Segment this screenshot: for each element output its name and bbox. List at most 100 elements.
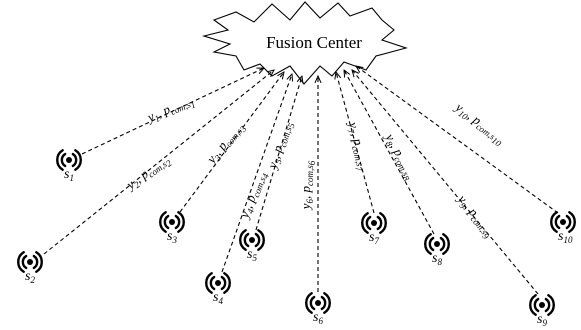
sensor-label-s7: s7 (369, 230, 379, 246)
sensor-label-s: s (432, 251, 438, 266)
sensor-label-s5: s5 (247, 247, 257, 263)
sensor-label-sub: 3 (171, 235, 177, 245)
sensor-label-s: s (167, 229, 173, 244)
sensor-label-s: s (64, 167, 70, 182)
link-label-separator: , (298, 192, 313, 199)
sensor-s4: s4 (205, 272, 231, 306)
link-label-s5: y5, pcom,s5 (264, 119, 297, 173)
link-label-s7: y7, pcom,s7 (341, 119, 373, 173)
sensor-label-s10: s10 (558, 229, 573, 245)
link-label-separator: , (348, 130, 364, 140)
sensor-s7: s7 (361, 212, 387, 246)
link-label-s2: y2, pcom,s2 (122, 151, 174, 197)
sensor-label-s: s (247, 247, 253, 262)
antenna-icon (17, 251, 43, 273)
sensor-s5: s5 (239, 229, 265, 263)
antenna-icon (361, 212, 387, 234)
link-label-y-sub: 7 (345, 128, 356, 135)
sensor-s3: s3 (159, 211, 185, 245)
sensor-label-s: s (537, 312, 543, 327)
sensor-label-s: s (25, 269, 31, 284)
sensor-label-sub: 2 (30, 275, 35, 285)
antenna-icon (56, 149, 82, 171)
sensor-label-sub: 7 (374, 236, 379, 246)
antenna-icon (305, 292, 331, 314)
link-s3: y3, pcom,s3 (179, 72, 284, 213)
link-line-s3 (179, 72, 284, 213)
link-label-s9: y9, pcom,s9 (451, 190, 498, 241)
link-label-p-subsub: 6 (307, 160, 317, 165)
link-label-separator: , (267, 150, 283, 161)
sensor-label-s: s (313, 310, 319, 325)
sensor-label-sub: 6 (318, 316, 323, 326)
link-label-p-subsub: 2 (164, 158, 174, 169)
sensor-label-s4: s4 (213, 290, 223, 306)
sensor-label-s1: s1 (64, 167, 74, 183)
link-label-s6: y6, pcom,s6 (298, 160, 317, 211)
link-line-s1 (81, 68, 264, 155)
sensor-label-s: s (558, 229, 564, 244)
sensor-s2: s2 (17, 251, 43, 285)
sensor-label-sub: 10 (563, 235, 573, 245)
link-line-s5 (255, 76, 302, 231)
sensor-s9: s9 (529, 294, 555, 328)
sensor-label-s6: s6 (313, 310, 323, 326)
link-label-p-sub: com,s (305, 165, 315, 186)
link-line-s2 (43, 70, 274, 255)
link-label-p-subsub: 4 (260, 172, 271, 180)
links: y1, pcom,s1 y2, pcom,s2 y3, pcom,s3 y 4, p co… (43, 66, 559, 295)
sensor-label-s: s (369, 230, 375, 245)
antenna-icon (424, 233, 450, 255)
link-label-separator: , (240, 199, 256, 210)
link-label-p-subsub: 8 (400, 174, 411, 183)
link-s6: y6, pcom,s6 (298, 76, 318, 292)
link-label-p-subsub: 1 (189, 99, 197, 110)
link-s2: y2, pcom,s2 (43, 70, 274, 255)
antenna-icon (550, 211, 576, 233)
link-label-y-sub: 8 (384, 139, 395, 148)
link-label-s10: y10, pcom,s10 (449, 98, 509, 149)
link-s7: y7, pcom,s7 (336, 72, 375, 214)
sensor-label-s: s (213, 290, 219, 305)
sensor-s6: s6 (305, 292, 331, 326)
sensor-label-sub: 9 (542, 318, 547, 328)
fusion-center-shape (201, 1, 408, 85)
link-label-y-sub: 9 (457, 201, 468, 211)
sensor-label-sub: 8 (437, 257, 442, 267)
link-label-p: p (350, 136, 367, 148)
sensor-label-sub: 1 (69, 173, 74, 183)
link-label-y-sub: 5 (273, 157, 284, 165)
link-label-y: y (298, 203, 313, 211)
link-label-p-subsub: 7 (353, 165, 364, 172)
link-label-s1: y1, pcom,s1 (143, 91, 197, 129)
link-line-s4 (221, 74, 292, 273)
antenna-icon (159, 211, 185, 233)
link-label-y-sub: 6 (305, 198, 315, 203)
sensor-s10: s10 (550, 211, 576, 245)
fusion-center-label: Fusion Center (266, 33, 362, 52)
sensor-label-s3: s3 (167, 229, 177, 245)
link-label-y-sub: 2 (132, 179, 142, 190)
fusion-center: Fusion Center (201, 1, 408, 85)
sensor-label-s9: s9 (537, 312, 547, 328)
link-label-y-sub: 4 (245, 207, 256, 215)
link-label-p-subsub: 5 (286, 121, 297, 129)
sensor-label-s2: s2 (25, 269, 35, 285)
antenna-icon (205, 272, 231, 294)
antenna-icon (529, 294, 555, 316)
link-label-y-sub: 3 (212, 153, 224, 164)
sensor-label-sub: 5 (252, 253, 257, 263)
antenna-icon (239, 229, 265, 251)
sensor-label-s8: s8 (432, 251, 442, 267)
sensor-label-sub: 4 (218, 296, 223, 306)
link-label-s8: y8, pcom,s8 (378, 129, 419, 183)
sensor-s1: s1 (56, 149, 82, 183)
link-line-s8 (344, 70, 435, 235)
link-label-s3: y3, pcom,s3 (202, 118, 248, 170)
link-line-s9 (352, 70, 539, 295)
link-s9: y9, pcom,s9 (352, 70, 539, 295)
link-label-p-subsub: 9 (480, 231, 491, 241)
link-label-y: y (345, 119, 362, 131)
